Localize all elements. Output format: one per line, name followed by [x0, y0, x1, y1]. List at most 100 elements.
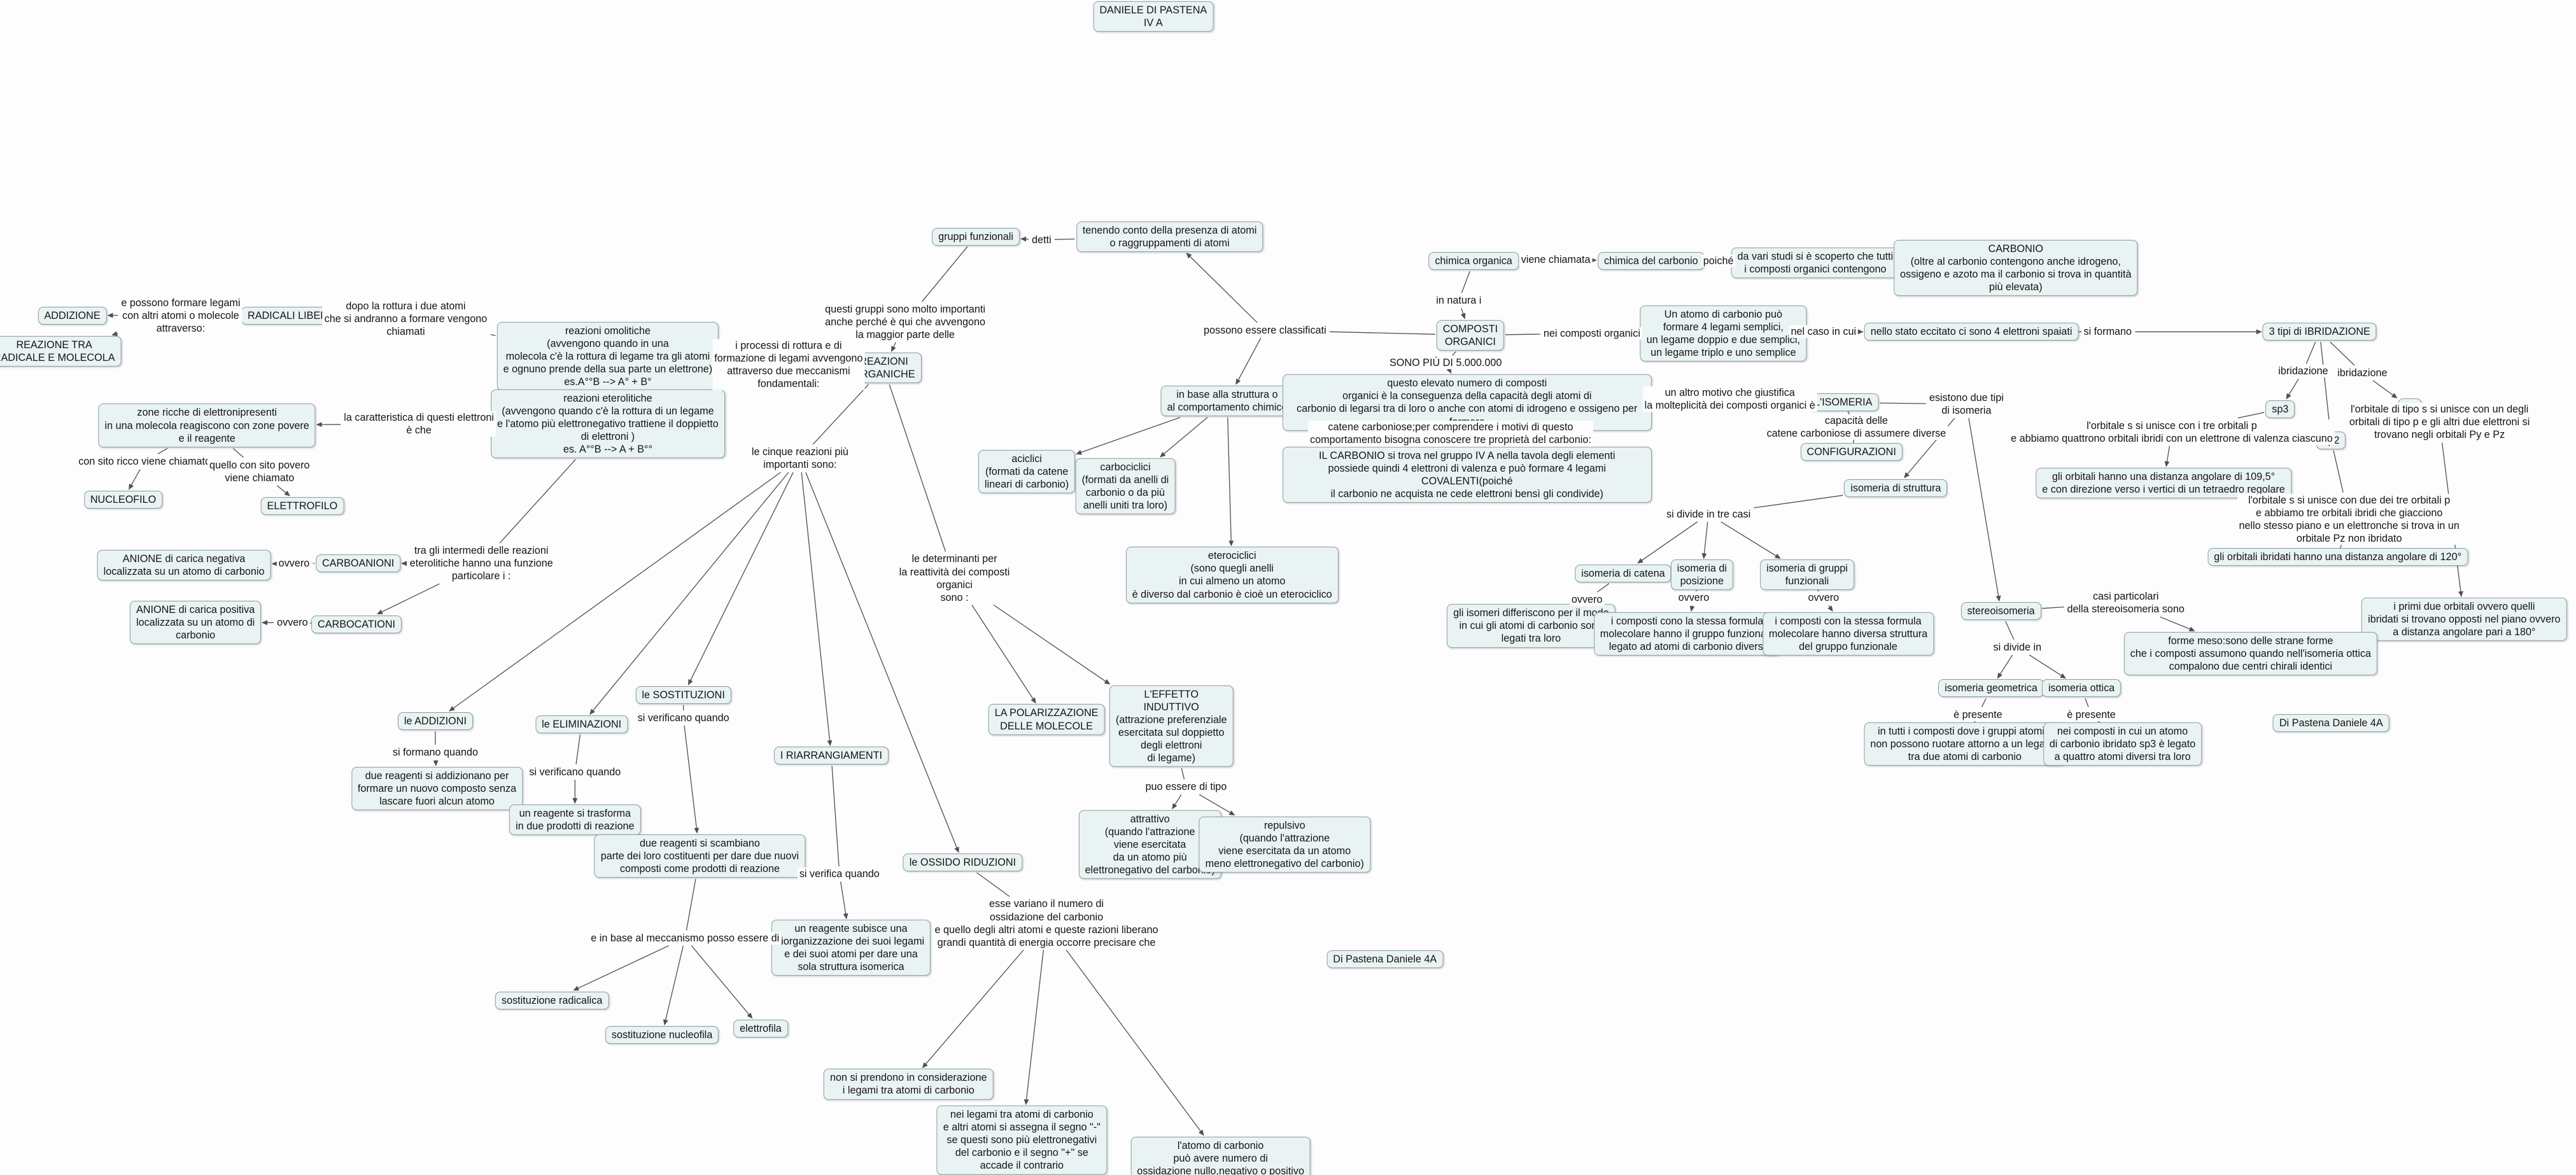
linking-phrase-si-verificano-2[interactable]: si verificano quando: [635, 711, 731, 724]
concept-node-chimica-del-carbonio[interactable]: chimica del carbonio: [1598, 252, 1705, 271]
concept-node-le-sostituzioni[interactable]: le SOSTITUZIONI: [635, 686, 731, 704]
concept-node-reazioni-eterolitiche[interactable]: reazioni eterolitiche (avvengono quando …: [491, 389, 725, 459]
concept-node-isomeria-di-catena[interactable]: isomeria di catena: [1575, 564, 1672, 582]
concept-node-title-box[interactable]: DANIELE DI PASTENA IV A: [1093, 1, 1214, 32]
concept-node-due-reagenti-addizionano[interactable]: due reagenti si addizionano per formare …: [351, 766, 523, 810]
concept-node-gruppi-funzionali[interactable]: gruppi funzionali: [932, 227, 1020, 246]
linking-phrase-processi-rottura[interactable]: i processi di rottura e di formazione di…: [712, 339, 865, 391]
concept-node-carbonio[interactable]: CARBONIO (oltre al carbonio contengono a…: [1893, 239, 2138, 296]
concept-node-aciclici[interactable]: aciclici (formati da catene lineari di c…: [978, 449, 1076, 493]
linking-phrase-si-verificano-1[interactable]: si verificano quando: [527, 765, 623, 779]
linking-phrase-si-formano[interactable]: si formano: [2081, 325, 2134, 339]
concept-node-carbocationi[interactable]: CARBOCATIONI: [311, 615, 402, 633]
linking-phrase-dopo-la-rottura[interactable]: dopo la rottura i due atomi che si andra…: [322, 299, 489, 338]
concept-node-isomeria-geometrica[interactable]: isomeria geometrica: [1938, 679, 2044, 698]
concept-node-da-vari-studi[interactable]: da vari studi si è scoperto che tutti i …: [1731, 247, 1900, 279]
concept-node-sp3[interactable]: sp3: [2265, 400, 2295, 418]
linking-phrase-sono-piu[interactable]: SONO PIÙ DI 5.000.000: [1388, 356, 1504, 370]
concept-node-isomeria-ottica[interactable]: isomeria ottica: [2041, 679, 2122, 698]
concept-node-sostituzione-nucleofila[interactable]: sostituzione nucleofila: [605, 1025, 719, 1044]
concept-node-forme-meso[interactable]: forme meso:sono delle strane forme che i…: [2123, 632, 2377, 676]
linking-phrase-si-divide-in[interactable]: si divide in: [1991, 640, 2044, 654]
concept-node-addizione[interactable]: ADDIZIONE: [38, 306, 107, 325]
linking-phrase-determinanti[interactable]: le determinanti per la reattività dei co…: [897, 552, 1012, 604]
linking-phrase-tra-gli-intermedi[interactable]: tra gli intermedi delle reazioni eteroli…: [407, 544, 555, 583]
linking-phrase-ovvero-3[interactable]: ovvero: [1569, 593, 1605, 607]
concept-node-anione-negativo[interactable]: ANIONE di carica negativa localizzata su…: [97, 549, 271, 580]
linking-phrase-ovvero-2[interactable]: ovvero: [275, 616, 310, 630]
concept-node-nello-stato-eccitato[interactable]: nello stato eccitato ci sono 4 elettroni…: [1864, 323, 2079, 341]
concept-node-un-atomo-di-carbonio[interactable]: Un atomo di carbonio può formare 4 legam…: [1640, 305, 1806, 362]
linking-phrase-e-possono-formare[interactable]: e possono formare legami con altri atomi…: [119, 296, 243, 335]
concept-node-in-tutti-i-composti[interactable]: in tutti i composti dove i gruppi atomic…: [1864, 722, 2066, 766]
concept-node-l-isomeria[interactable]: L'ISOMERIA: [1808, 393, 1879, 412]
concept-node-tenendo-conto[interactable]: tenendo conto della presenza di atomi o …: [1076, 221, 1263, 252]
concept-node-gli-isomeri[interactable]: gli isomeri differiscono per il modo in …: [1447, 604, 1615, 648]
concept-node-elettrofilo[interactable]: ELETTROFILO: [260, 496, 344, 515]
linking-phrase-si-formano-quando[interactable]: si formano quando: [390, 746, 480, 759]
linking-phrase-cinque-reazioni[interactable]: le cinque reazioni più importanti sono:: [749, 445, 850, 472]
concept-node-primi-due-orbitali[interactable]: i primi due orbitali ovvero quelli ibrid…: [2361, 597, 2567, 642]
linking-phrase-ibridazione-b[interactable]: ibridazione: [2335, 366, 2389, 379]
concept-node-isomeria-di-posizione[interactable]: isomeria di posizione: [1670, 559, 1733, 591]
concept-node-il-carbonio[interactable]: IL CARBONIO si trova nel gruppo IV A nel…: [1282, 446, 1652, 503]
concept-node-stereoisomeria[interactable]: stereoisomeria: [1960, 602, 2041, 621]
concept-node-reazione-tra-radicale[interactable]: REAZIONE TRA RADICALE E MOLECOLA: [0, 336, 122, 367]
concept-node-carbociclici[interactable]: carbociclici (formati da anelli di carbo…: [1075, 458, 1176, 515]
linking-phrase-possono-classificati[interactable]: possono essere classificati: [1202, 323, 1328, 337]
linking-phrase-casi-particolari[interactable]: casi particolari della stereoisomeria so…: [2065, 590, 2186, 616]
concept-node-composti-gruppo-funzionale[interactable]: i composti cono la stessa formula moleco…: [1593, 612, 1781, 656]
concept-node-atomo-carbonio-ossidazione[interactable]: l'atomo di carbonio può avere numero di …: [1130, 1136, 1311, 1175]
concept-node-nei-composti-sp3[interactable]: nei composti in cui un atomo di carbonio…: [2043, 722, 2202, 766]
linking-phrase-orbitale-s-due[interactable]: l'orbitale s si unisce con due dei tre o…: [2237, 493, 2461, 545]
concept-node-le-addizioni[interactable]: le ADDIZIONI: [397, 712, 473, 731]
linking-phrase-capacita[interactable]: capacità delle catene carboniose di assu…: [1764, 414, 1948, 440]
concept-node-configurazioni[interactable]: CONFIGURAZIONI: [1800, 442, 1903, 461]
concept-node-composti-diversa-struttura[interactable]: i composti con la stessa formula molecol…: [1762, 612, 1934, 656]
concept-node-orbitali-109[interactable]: gli orbitali hanno una distanza angolare…: [2036, 467, 2291, 498]
concept-node-la-polarizzazione[interactable]: LA POLARIZZAZIONE DELLE MOLECOLE: [988, 704, 1105, 735]
concept-node-reazioni-omolitiche[interactable]: reazioni omolitiche (avvengono quando in…: [496, 321, 719, 391]
concept-node-radicali-liberi[interactable]: RADICALI LIBERI: [241, 306, 337, 325]
linking-phrase-catene-carboniose[interactable]: catene carboniose;per comprendere i moti…: [1308, 421, 1593, 447]
concept-node-sostituzione-radicalica[interactable]: sostituzione radicalica: [495, 991, 609, 1010]
concept-node-repulsivo[interactable]: repulsivo (quando l'attrazione viene ese…: [1199, 816, 1370, 873]
linking-phrase-con-sito-ricco[interactable]: con sito ricco viene chiamato: [76, 455, 213, 468]
linking-phrase-nei-composti-organici[interactable]: nei composti organici: [1541, 327, 1642, 340]
concept-node-non-si-prendono[interactable]: non si prendono in considerazione i lega…: [823, 1069, 994, 1100]
concept-node-le-eliminazioni[interactable]: le ELIMINAZIONI: [535, 715, 628, 734]
concept-node-chimica-organica[interactable]: chimica organica: [1428, 252, 1519, 271]
linking-phrase-orbitale-tipo-s[interactable]: l'orbitale di tipo s si unisce con un de…: [2347, 403, 2532, 442]
linking-phrase-e-in-base[interactable]: e in base al meccanismo posso essere di: [589, 931, 782, 945]
concept-node-di-pastena-1[interactable]: Di Pastena Daniele 4A: [1327, 950, 1444, 969]
linking-phrase-in-natura[interactable]: in natura i: [1434, 294, 1484, 307]
concept-node-elettrofila[interactable]: elettrofila: [733, 1019, 788, 1038]
concept-node-isomeria-di-gruppi[interactable]: isomeria di gruppi funzionali: [1760, 559, 1854, 591]
linking-phrase-ovvero-1[interactable]: ovvero: [276, 557, 312, 570]
linking-phrase-nel-caso[interactable]: nel caso in cui: [1789, 325, 1859, 339]
linking-phrase-e-presente-2[interactable]: è presente: [2065, 708, 2118, 721]
linking-phrase-caratteristica[interactable]: la caratteristica di questi elettroni è …: [342, 411, 496, 437]
concept-node-i-riarrangiamenti[interactable]: I RIARRANGIAMENTI: [773, 747, 889, 765]
concept-node-carboanioni[interactable]: CARBOANIONI: [315, 554, 401, 573]
concept-node-tre-tipi-ibridazione[interactable]: 3 tipi di IBRIDAZIONE: [2262, 323, 2377, 341]
concept-node-orbitali-120[interactable]: gli orbitali ibridati hanno una distanza…: [2207, 547, 2468, 566]
linking-phrase-ovvero-4[interactable]: ovvero: [1676, 591, 1712, 605]
concept-node-eterociclici[interactable]: eterociclici (sono quegli anelli in cui …: [1125, 547, 1339, 603]
concept-node-composti-organici[interactable]: COMPOSTI ORGANICI: [1436, 320, 1505, 351]
linking-phrase-si-divide-tre-casi[interactable]: si divide in tre casi: [1664, 507, 1753, 521]
concept-node-effetto-induttivo[interactable]: L'EFFETTO INDUTTIVO (attrazione preferen…: [1109, 685, 1234, 767]
linking-phrase-un-altro-motivo[interactable]: un altro motivo che giustifica la moltep…: [1642, 386, 1817, 412]
concept-node-anione-positivo[interactable]: ANIONE di carica positiva localizzata su…: [129, 601, 262, 645]
linking-phrase-si-verifica[interactable]: si verifica quando: [797, 867, 882, 881]
linking-phrase-puo-essere[interactable]: puo essere di tipo: [1143, 780, 1229, 794]
concept-node-nucleofilo[interactable]: NUCLEOFILO: [83, 490, 163, 509]
concept-node-di-pastena-2[interactable]: Di Pastena Daniele 4A: [2272, 714, 2389, 732]
concept-node-in-base-alla-struttura[interactable]: in base alla struttura o al comportament…: [1160, 385, 1294, 416]
concept-node-zone-ricche[interactable]: zone ricche di elettronipresenti in una …: [98, 404, 316, 447]
concept-node-nei-legami[interactable]: nei legami tra atomi di carbonio e altri…: [936, 1105, 1107, 1175]
concept-node-un-reagente-due-prodotti[interactable]: un reagente si trasforma in due prodotti…: [509, 804, 641, 835]
linking-phrase-poiche[interactable]: poiché: [1701, 255, 1736, 268]
linking-phrase-esistono-due-tipi[interactable]: esistono due tipi di isomeria: [1927, 391, 2006, 417]
concept-node-isomeria-di-struttura[interactable]: isomeria di struttura: [1844, 479, 1948, 497]
